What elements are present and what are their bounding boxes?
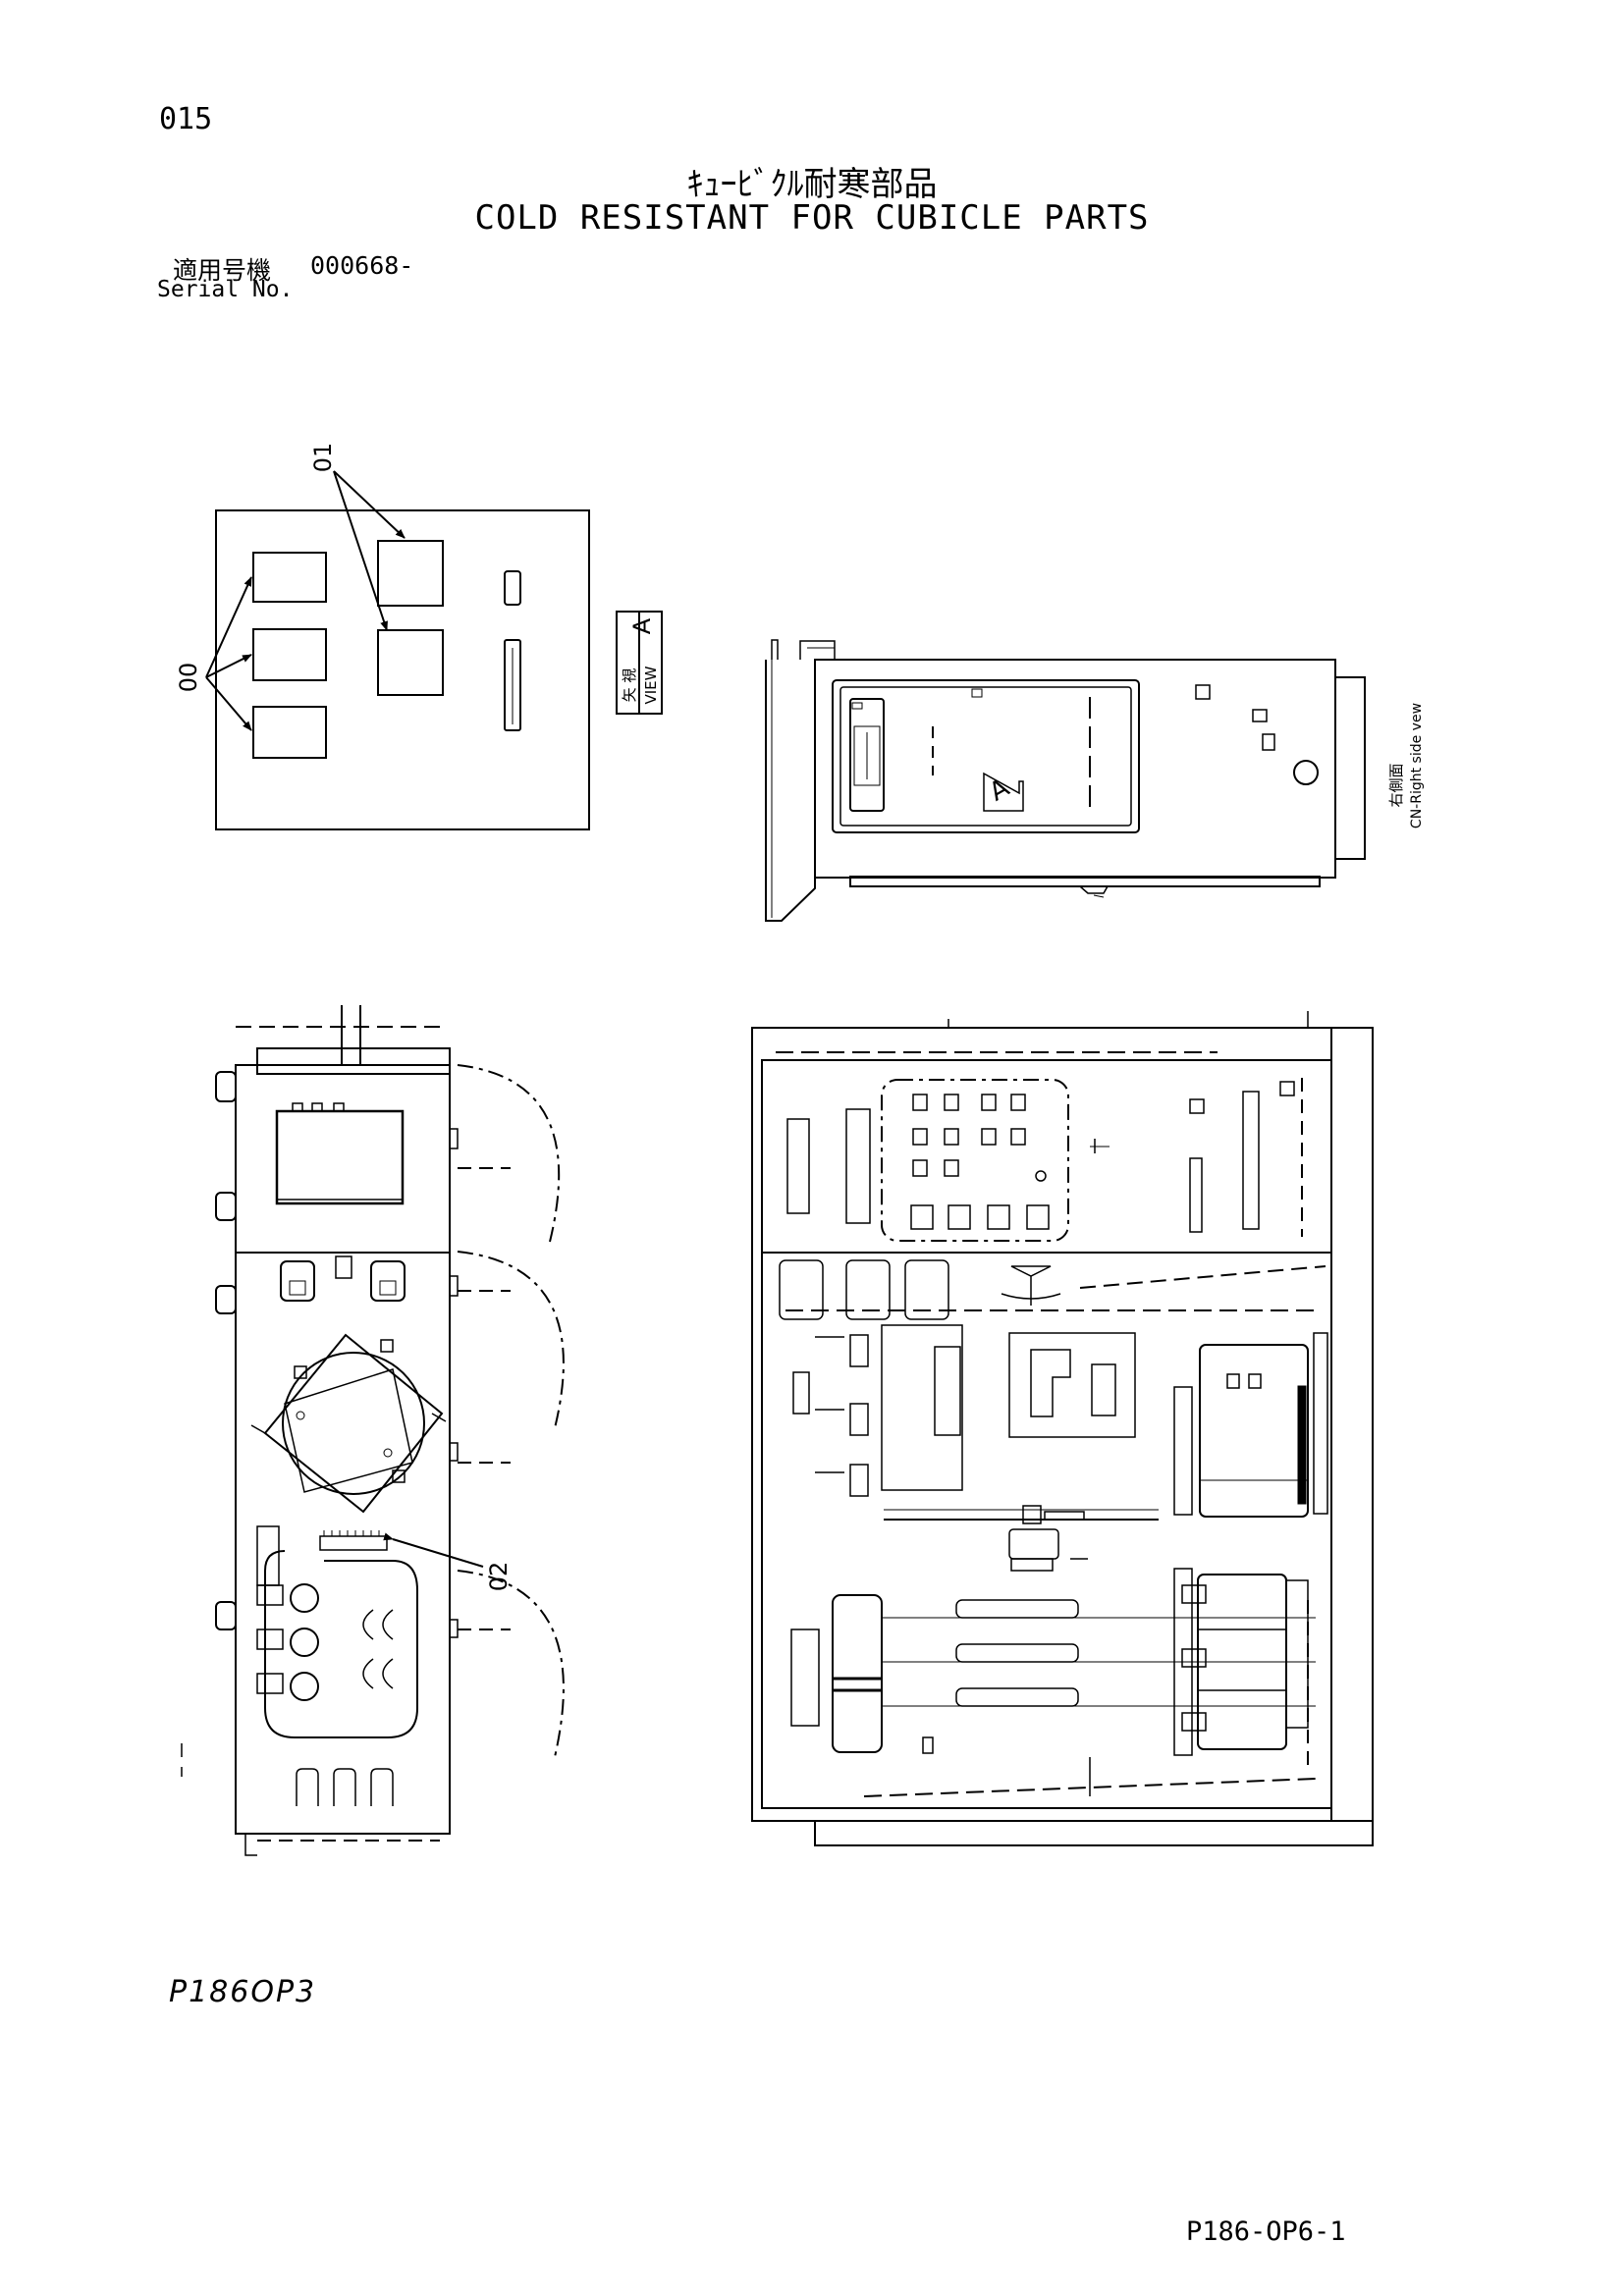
side-label-japanese: 右側面 xyxy=(1387,763,1405,807)
title-japanese: ｷｭｰﾋﾞｸﾙ耐寒部品 xyxy=(686,165,938,204)
heater-00-b xyxy=(252,628,327,681)
heater-01-b xyxy=(377,629,444,696)
side-label-english: CN-Right side vew xyxy=(1409,703,1425,828)
view-label-letter: A xyxy=(628,617,656,634)
view-a-panel xyxy=(205,470,663,830)
heater-00-a xyxy=(252,552,327,603)
title-english: COLD RESISTANT FOR CUBICLE PARTS xyxy=(474,198,1150,238)
arrow-a-letter: A xyxy=(985,774,1015,808)
drawing-code: P186OP3 xyxy=(169,1975,317,2009)
view-label-english: VIEW xyxy=(642,666,660,704)
sheet-code: P186-OP6-1 xyxy=(1186,2216,1346,2247)
serial-label-japanese: 適用号機 xyxy=(173,256,272,285)
serial-number-value: 000668- xyxy=(310,251,414,280)
callout-02: 02 xyxy=(485,1562,513,1592)
right-side-view: A xyxy=(765,639,1366,922)
view-label-japanese: 矢 視 xyxy=(621,668,638,703)
callout-00: 00 xyxy=(175,663,202,693)
page-number: 015 xyxy=(159,102,213,136)
front-view xyxy=(751,1011,1374,1846)
serial-label-english: Serial No. xyxy=(157,277,294,302)
left-side-view xyxy=(181,1005,565,1856)
heater-01-a xyxy=(377,540,444,607)
callout-01: 01 xyxy=(309,443,337,473)
heater-00-c xyxy=(252,706,327,759)
